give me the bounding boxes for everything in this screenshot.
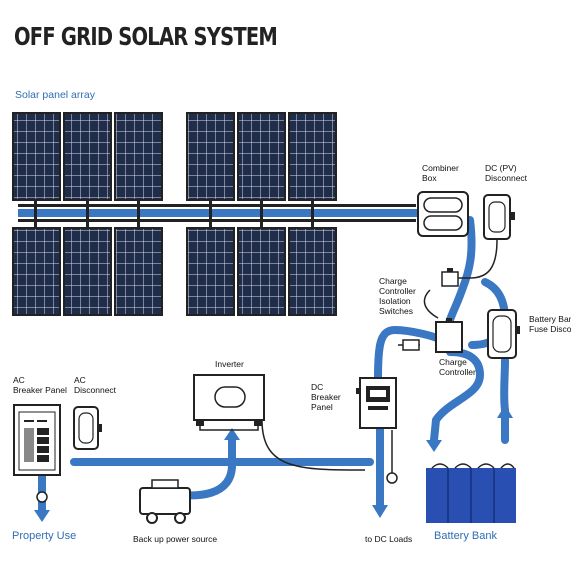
charge-controller-isolation-label: Charge Controller Isolation Switches [379, 276, 416, 316]
battery-fuse-label: Battery Bank Fuse Disconnect [529, 314, 571, 334]
arrow-icon [34, 405, 513, 522]
property-use-label: Property Use [12, 530, 77, 542]
battery-bank-label: Battery Bank [434, 530, 497, 542]
disconnect-switch-icon [483, 194, 515, 240]
combiner-box-label: Combiner Box [422, 163, 459, 183]
solar-panel-icon [12, 112, 337, 316]
ac-disconnect-label: AC Disconnect [74, 375, 117, 395]
generator-icon [139, 479, 191, 524]
isolation-switch-icon [441, 268, 459, 287]
dc-pv-disconnect-label: DC (PV) Disconnect [485, 163, 528, 183]
ac-breaker-panel-icon [13, 404, 61, 503]
battery-fuse-disconnect-icon [487, 309, 520, 359]
charge-controller-icon [402, 318, 463, 353]
inverter-icon [193, 374, 265, 426]
dc-breaker-panel-icon [356, 377, 398, 484]
dc-loads-label: to DC Loads [365, 534, 413, 544]
battery-icon [426, 463, 516, 523]
page-title: OFF GRID SOLAR SYSTEM [14, 22, 278, 51]
solar-array-label: Solar panel array [15, 89, 95, 101]
solar-panel-array [12, 112, 416, 316]
ac-disconnect-icon [73, 406, 102, 450]
charge-controller-label: Charge Controller [439, 357, 476, 377]
ac-breaker-panel-label: AC Breaker Panel [13, 375, 67, 395]
backup-power-label: Back up power source [133, 534, 218, 544]
combiner-box-icon [417, 191, 469, 237]
dc-breaker-panel-label: DC Breaker Panel [311, 382, 341, 412]
inverter-label: Inverter [215, 359, 244, 369]
